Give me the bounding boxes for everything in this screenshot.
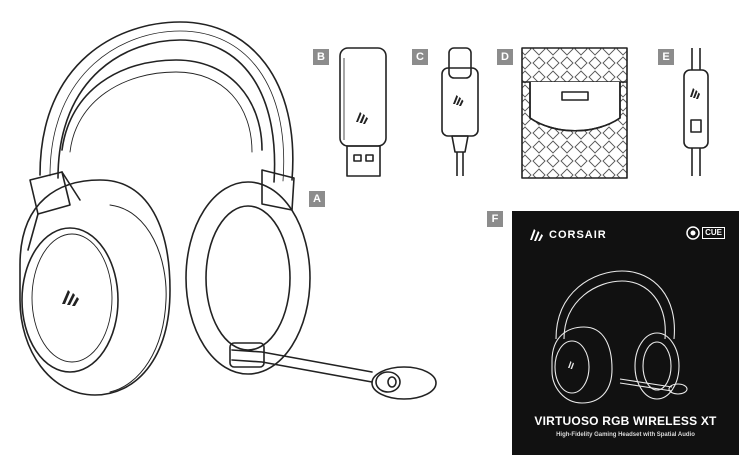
- label-f: F: [487, 211, 503, 227]
- dongle-logo-icon: [356, 112, 368, 124]
- cable-logo-icon: [453, 95, 464, 106]
- manual-brand: CORSAIR: [530, 229, 607, 241]
- label-b: B: [313, 49, 329, 65]
- adapter-logo-icon: [690, 88, 700, 99]
- manual-tagline: High-Fidelity Gaming Headset with Spatia…: [556, 432, 695, 438]
- quick-start-guide: CORSAIR CUE VIR: [512, 211, 739, 455]
- label-a: A: [309, 191, 325, 207]
- corsair-logo-icon: [62, 290, 79, 306]
- cue-badge: CUE: [686, 226, 725, 240]
- manual-brand-text: CORSAIR: [549, 229, 607, 241]
- label-d: D: [497, 49, 513, 65]
- cue-logo-icon: [686, 226, 700, 240]
- cue-badge-text: CUE: [702, 227, 725, 239]
- corsair-sails-icon: [530, 229, 543, 241]
- label-e: E: [658, 49, 674, 65]
- label-c: C: [412, 49, 428, 65]
- manual-headset-illustration: [551, 270, 688, 404]
- manual-product-name: VIRTUOSO RGB WIRELESS XT: [534, 414, 717, 428]
